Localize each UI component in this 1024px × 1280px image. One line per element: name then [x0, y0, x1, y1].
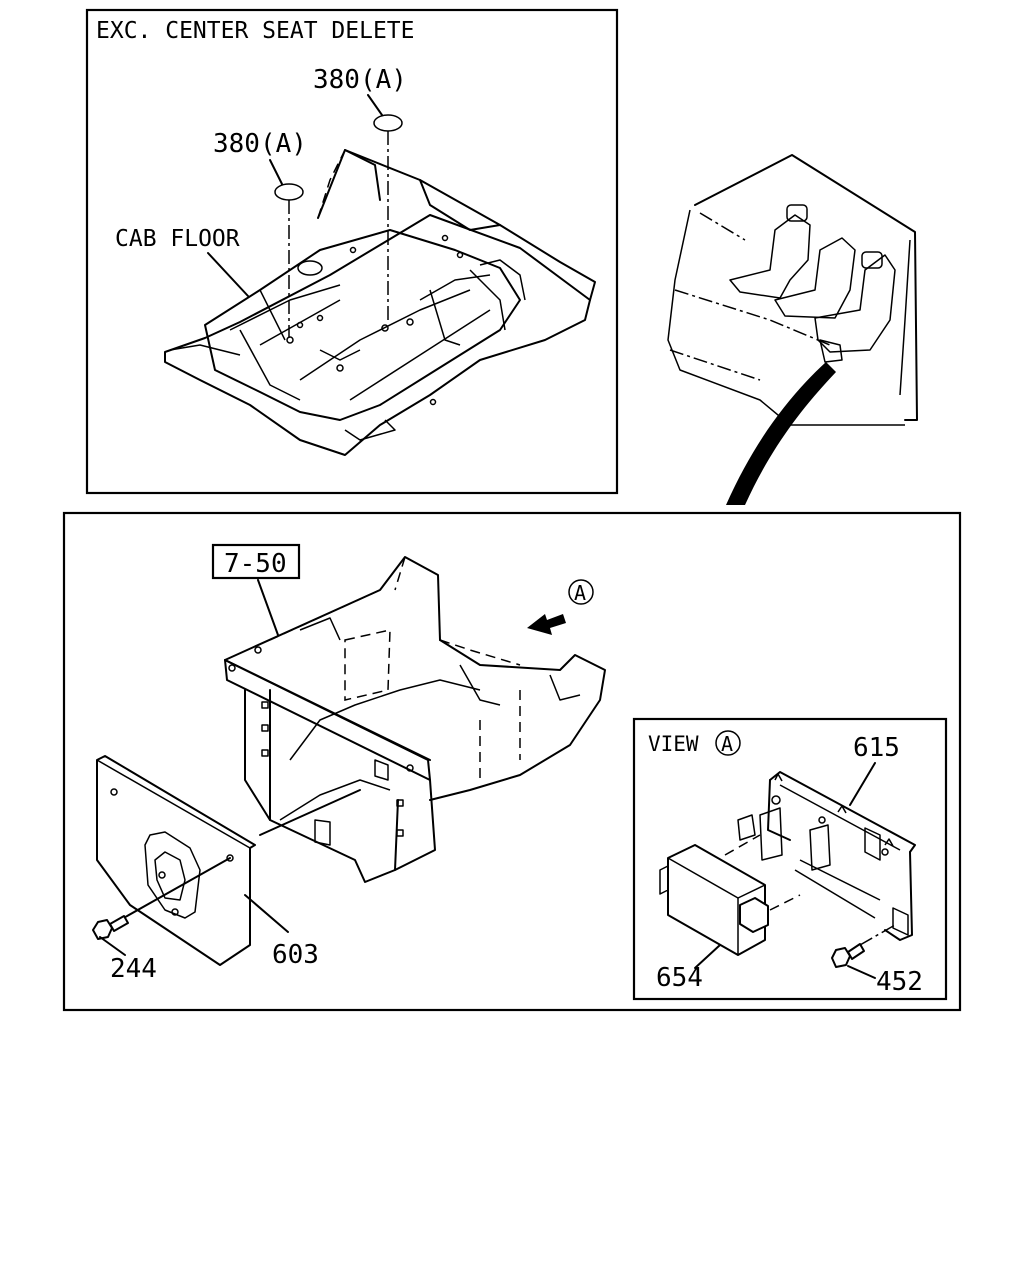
leader-244 [99, 936, 126, 956]
bottom-panel: 7-50 A [62, 511, 962, 1012]
callout-380-lower: 380(A) [213, 129, 307, 159]
leader-module-bracket-2 [769, 894, 801, 911]
leader-plate-to-floor [259, 789, 361, 836]
view-a-marker: A [574, 581, 586, 605]
bottom-panel-frame [62, 511, 962, 1012]
view-inset-marker: A [721, 732, 733, 756]
ref-box-label: 7-50 [224, 549, 287, 579]
part-654-label: 654 [656, 963, 703, 993]
leader-452 [847, 965, 876, 979]
leader-603 [244, 894, 289, 933]
view-inset-marker-circle [715, 730, 741, 756]
leader-615 [849, 762, 876, 806]
ref-box-7-50 [211, 543, 301, 580]
leader-cab-floor [207, 252, 249, 297]
part-654-module [659, 844, 769, 956]
leader-module-bracket [724, 834, 761, 856]
view-pointer [726, 362, 836, 505]
view-inset-title: VIEW [648, 732, 699, 756]
top-panel-frame [85, 8, 619, 495]
cab-floor-illustration [164, 149, 596, 456]
part-244-bolt [92, 915, 129, 940]
cab-overview-illustration [667, 154, 918, 505]
floor-assembly-illustration [224, 556, 606, 883]
cab-floor-label: CAB FLOOR [115, 226, 240, 252]
leader-380-upper [367, 94, 383, 116]
part-244-label: 244 [110, 954, 157, 984]
part-615-bracket [737, 771, 916, 941]
leader-452-bolt [859, 924, 896, 946]
part-452-label: 452 [876, 967, 923, 997]
leader-380-lower [269, 159, 283, 185]
view-a-inset-frame [632, 717, 948, 1001]
seal-plug-upper [373, 114, 403, 132]
top-panel-title: EXC. CENTER SEAT DELETE [96, 18, 415, 44]
seal-plug-lower [274, 183, 304, 201]
part-603-plate [96, 755, 256, 966]
leader-bolt-244 [119, 857, 231, 921]
part-615-label: 615 [853, 733, 900, 763]
part-452-bolt [831, 943, 865, 968]
leader-7-50 [257, 579, 279, 636]
callout-380-upper: 380(A) [313, 65, 407, 95]
part-603-label: 603 [272, 940, 319, 970]
view-a-arrow [527, 614, 566, 635]
top-panel: EXC. CENTER SEAT DELETE [85, 8, 619, 495]
leader-654 [694, 944, 721, 969]
view-a-inset: VIEW A [632, 717, 948, 1001]
view-a-marker-circle [568, 579, 594, 605]
